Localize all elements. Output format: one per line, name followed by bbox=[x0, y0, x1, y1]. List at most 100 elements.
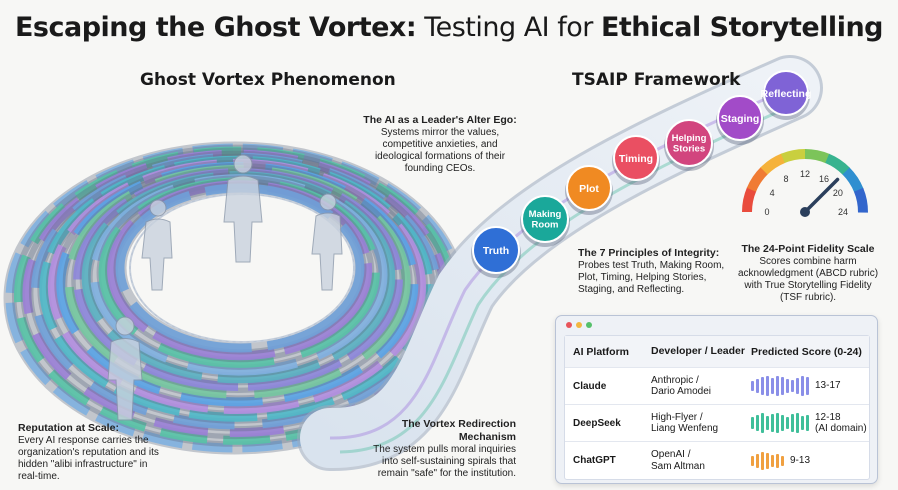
score-bar bbox=[791, 380, 794, 392]
window-minimize-dot[interactable] bbox=[576, 322, 582, 328]
row-developer-line: High-Flyer / bbox=[651, 411, 703, 423]
score-bar bbox=[766, 452, 769, 469]
principle-label: Room bbox=[532, 220, 559, 231]
gauge-tick-label: 16 bbox=[819, 174, 829, 184]
score-bar bbox=[801, 416, 804, 430]
gauge-tick-label: 12 bbox=[800, 169, 810, 179]
principle-circle bbox=[521, 195, 569, 243]
row-platform: ChatGPT bbox=[573, 455, 616, 466]
principle-circle bbox=[613, 135, 659, 181]
ghost-figure-right bbox=[311, 193, 343, 291]
score-bar bbox=[766, 416, 769, 430]
score-bar bbox=[791, 414, 794, 432]
callout-fidelity-body: Scores combine harm acknowledgment (ABCD… bbox=[737, 255, 879, 304]
callout-reputation-title: Reputation at Scale: bbox=[18, 422, 119, 434]
platform-table: AI Platform Developer / Leader Predicted… bbox=[564, 335, 870, 480]
principle-circle bbox=[472, 226, 520, 274]
score-bar bbox=[781, 455, 784, 466]
score-bar bbox=[806, 377, 809, 395]
row-platform: Claude bbox=[573, 380, 607, 392]
score-bar bbox=[801, 376, 804, 396]
row-score-cell: 13-17 bbox=[747, 375, 869, 397]
table-row: DeepSeek High-Flyer / Liang Wenfeng 12-1… bbox=[565, 405, 869, 442]
row-score: 13-17 bbox=[815, 380, 841, 392]
score-bar bbox=[756, 453, 759, 468]
table-header-row: AI Platform Developer / Leader Predicted… bbox=[565, 336, 869, 368]
principle-label: Stories bbox=[673, 144, 705, 155]
principle-label: Reflecting bbox=[761, 88, 812, 100]
callout-redirection-body: The system pulls moral inquiries into se… bbox=[373, 443, 516, 479]
callout-principles-body: Probes test Truth, Making Room, Plot, Ti… bbox=[578, 259, 725, 296]
principle-label: Truth bbox=[483, 245, 509, 257]
row-score-line: 9-13 bbox=[790, 454, 811, 466]
score-bar bbox=[756, 415, 759, 431]
callout-alter-ego-title: The AI as a Leader's Alter Ego: bbox=[363, 114, 517, 126]
vortex-ring bbox=[73, 168, 403, 391]
score-bar bbox=[796, 413, 799, 433]
gauge-arc-segment bbox=[825, 153, 850, 176]
table-row: Claude Anthropic / Dario Amodei 13-17 bbox=[565, 368, 869, 405]
score-bar bbox=[806, 415, 809, 431]
row-developer-line: Anthropic / bbox=[651, 374, 699, 386]
row-developer: OpenAI / Sam Altman bbox=[647, 449, 747, 472]
gauge-arc-segment bbox=[780, 149, 806, 164]
gauge-arc-segment bbox=[760, 153, 786, 175]
header-score: Predicted Score (0-24) bbox=[751, 345, 862, 358]
score-bar bbox=[781, 415, 784, 431]
window-maximize-dot[interactable] bbox=[586, 322, 592, 328]
row-developer-line: Sam Altman bbox=[651, 460, 705, 472]
title-part-3: Ethical Storytelling bbox=[600, 12, 884, 43]
score-bar bbox=[756, 379, 759, 393]
score-bar bbox=[776, 413, 779, 433]
score-bars bbox=[751, 412, 809, 434]
principle-label: Helping bbox=[672, 133, 707, 144]
gauge-arc-segment bbox=[804, 149, 830, 164]
platform-comparison-window: AI Platform Developer / Leader Predicted… bbox=[555, 315, 878, 484]
gauge-tick-label: 4 bbox=[770, 188, 775, 198]
score-bars bbox=[751, 375, 809, 397]
callout-principles: The 7 Principles of Integrity: Probes te… bbox=[578, 247, 728, 296]
header-platform: AI Platform bbox=[573, 345, 630, 358]
score-bar bbox=[781, 377, 784, 395]
score-bar bbox=[751, 381, 754, 391]
score-bar bbox=[751, 455, 754, 466]
table-row: ChatGPT OpenAI / Sam Altman 9-13 bbox=[565, 442, 869, 479]
window-close-dot[interactable] bbox=[566, 322, 572, 328]
title-part-2: Testing AI for bbox=[416, 12, 601, 43]
gauge-arc-segment bbox=[746, 167, 769, 192]
score-bar bbox=[766, 376, 769, 396]
score-bar bbox=[776, 453, 779, 468]
row-developer-line: Liang Wenfeng bbox=[651, 423, 719, 434]
callout-reputation: Reputation at Scale: Every AI response c… bbox=[18, 422, 163, 484]
gauge-tick-label: 0 bbox=[764, 207, 769, 217]
score-bar bbox=[796, 378, 799, 394]
row-developer: Anthropic / Dario Amodei bbox=[647, 375, 747, 398]
row-score-line: (AI domain) bbox=[815, 423, 867, 434]
gauge-needle-hub bbox=[800, 207, 810, 217]
row-score-line: 12-18 bbox=[815, 411, 841, 423]
page-title: Escaping the Ghost Vortex: Testing AI fo… bbox=[0, 12, 898, 43]
principle-label: Staging bbox=[721, 113, 760, 125]
gauge-arc-segment bbox=[742, 187, 757, 213]
score-bar bbox=[786, 379, 789, 393]
row-developer-line: OpenAI / bbox=[651, 449, 691, 460]
row-score-line: 13-17 bbox=[815, 380, 841, 392]
principle-circle bbox=[566, 165, 612, 211]
score-bar bbox=[751, 417, 754, 429]
principle-circles: TruthMakingRoomPlotTimingHelpingStoriesS… bbox=[471, 70, 812, 278]
score-bar bbox=[771, 378, 774, 394]
gauge-arc-segment bbox=[853, 187, 868, 213]
score-bar bbox=[761, 413, 764, 433]
score-bar bbox=[776, 376, 779, 396]
row-score: 12-18 (AI domain) bbox=[815, 412, 867, 435]
row-score-cell: 12-18 (AI domain) bbox=[747, 412, 869, 435]
principle-label: Making bbox=[529, 209, 562, 220]
ghost-figure-top bbox=[223, 154, 263, 263]
row-score-cell: 9-13 bbox=[747, 450, 869, 472]
window-controls bbox=[566, 322, 592, 328]
ghost-vortex-heading: Ghost Vortex Phenomenon bbox=[140, 70, 396, 90]
row-developer: High-Flyer / Liang Wenfeng bbox=[647, 412, 747, 435]
callout-alter-ego: The AI as a Leader's Alter Ego: Systems … bbox=[360, 114, 520, 176]
